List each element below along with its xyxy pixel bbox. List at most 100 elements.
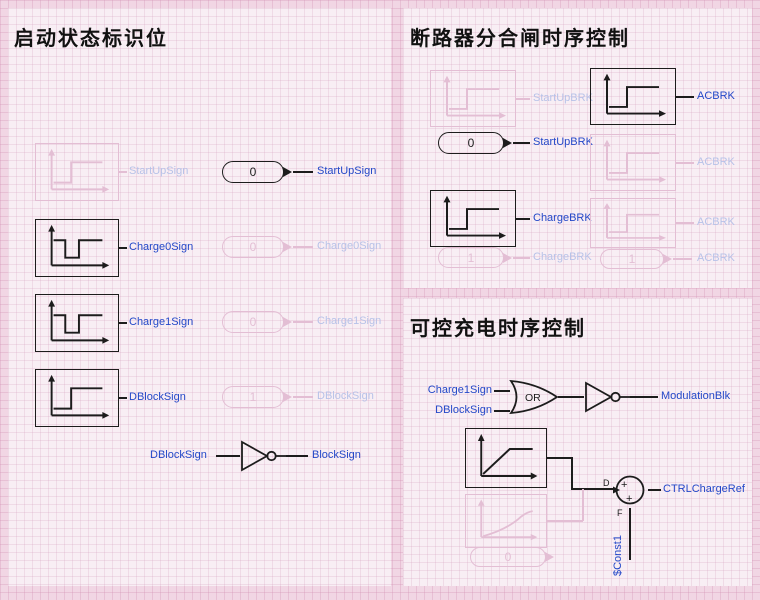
constant-block-chargebrk[interactable]: 1 [438,247,512,268]
signal-label: CTRLChargeRef [663,483,745,495]
wire [547,457,572,459]
summer-port-d-label: D [603,478,610,488]
signal-label: $Const1 [612,535,624,576]
output-port-icon [283,167,292,177]
signal-label: ACBRK [697,216,735,228]
output-port-icon [283,317,292,327]
or-gate[interactable]: OR [508,378,560,416]
constant-value: 1 [249,390,257,404]
not-gate[interactable] [240,440,286,472]
constant-value: 0 [467,136,475,150]
output-port-icon [545,552,554,562]
wire [676,96,694,98]
panel-startup-title: 启动状态标识位 [14,26,168,50]
signal-label: DBlockSign [129,391,186,403]
step-block-acbrk[interactable] [590,68,676,125]
signal-label: DBlockSign [150,449,207,461]
constant-block-startupbrk[interactable]: 0 [438,132,512,154]
step-block-acbrk[interactable] [590,198,676,248]
wire [571,488,613,490]
wire [516,218,530,220]
constant-block-charge1sign[interactable]: 0 [222,311,292,333]
wire [494,410,510,412]
signal-label: DBlockSign [435,404,492,416]
not-gate[interactable] [584,381,630,413]
panel-charge-title: 可控充电时序控制 [410,316,586,340]
constant-value: 0 [249,240,257,254]
wire [293,321,313,323]
constant-block-dblocksign[interactable]: 1 [222,386,292,408]
panel-startup-flags [8,8,391,586]
wire [630,396,658,398]
wire [547,520,583,522]
signal-label: StartUpBRK [533,92,593,104]
step-block-chargebrk[interactable] [430,190,516,247]
wire [286,455,308,457]
signal-label: ACBRK [697,252,735,264]
sum-junction[interactable]: + + [612,472,648,508]
signal-label: DBlockSign [317,390,374,402]
output-port-icon [663,254,672,264]
constant-value: 1 [467,250,475,265]
signal-label: StartUpBRK [533,136,593,148]
step-block-acbrk[interactable] [590,134,676,191]
step-block-startupbrk[interactable] [430,70,516,127]
wire [516,98,530,100]
output-port-icon [283,392,292,402]
ramp-block[interactable] [465,428,547,488]
wire [216,455,240,457]
pulse-block-charge0sign[interactable] [35,219,119,277]
or-gate-label: OR [525,392,541,404]
signal-label: ModulationBlk [661,390,731,402]
constant-block[interactable]: 0 [470,547,554,567]
constant-value: 0 [249,165,257,179]
constant-value: 0 [249,315,257,329]
wire [676,222,694,224]
output-port-icon [283,242,292,252]
signal-label: BlockSign [312,449,361,461]
wire [293,396,313,398]
wire [558,396,584,398]
wire [648,489,661,491]
signal-label: Charge0Sign [317,240,382,252]
wire [571,457,573,490]
constant-value: 1 [628,252,636,266]
signal-label: Charge0Sign [129,241,194,253]
signal-label: ACBRK [697,90,735,102]
signal-label: ACBRK [697,156,735,168]
wire [293,246,313,248]
step-block-dblocksign[interactable] [35,369,119,427]
wire [119,397,127,399]
signal-label: ChargeBRK [533,251,592,263]
wire [629,508,631,560]
wire [119,247,127,249]
constant-value: 0 [504,550,512,564]
step-block-startupsign[interactable] [35,143,119,201]
panel-charge-timing [403,298,752,586]
wire [513,142,530,144]
wire [676,162,694,164]
wire [119,322,127,324]
signal-label: Charge1Sign [317,315,382,327]
wire [119,171,127,173]
constant-block-acbrk[interactable]: 1 [600,249,672,269]
wire [494,390,510,392]
signal-label: Charge1Sign [129,316,194,328]
signal-label: StartUpSign [317,165,377,177]
output-port-icon [503,252,512,263]
wire [513,257,530,259]
wire [582,489,584,521]
signal-label: Charge1Sign [427,384,492,396]
summer-port-f-label: F [617,508,623,518]
constant-block-startupsign[interactable]: 0 [222,161,292,183]
wire [673,258,692,260]
summer-sign-d: + [621,479,627,491]
constant-block-charge0sign[interactable]: 0 [222,236,292,258]
pulse-block-charge1sign[interactable] [35,294,119,352]
ramp-block[interactable] [465,494,547,548]
signal-label: StartUpSign [129,165,189,177]
summer-sign-f: + [626,493,632,505]
output-port-icon [503,138,512,148]
wire [293,171,313,173]
